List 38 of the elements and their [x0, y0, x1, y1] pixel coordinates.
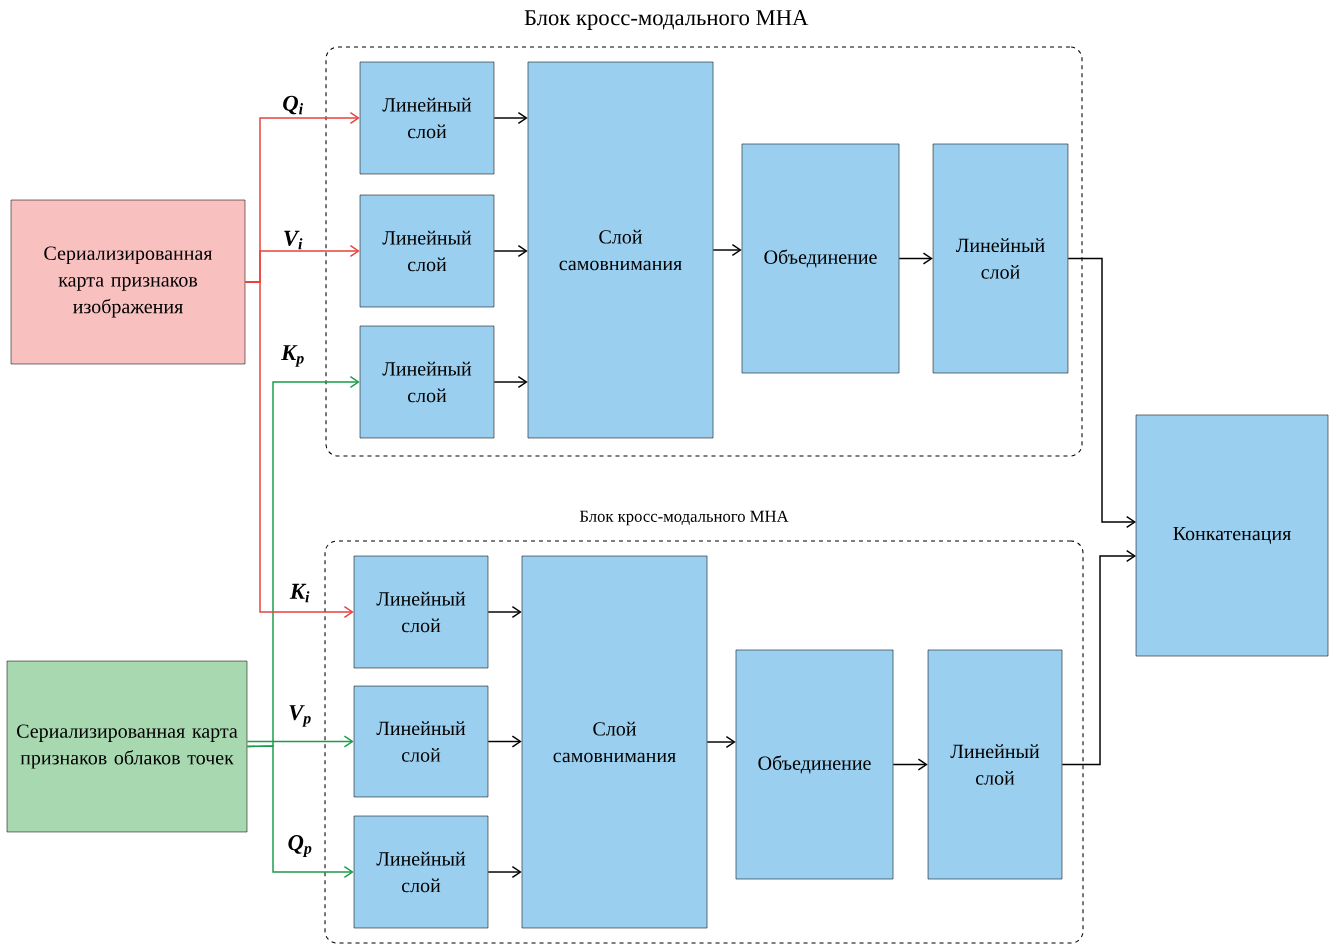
process-box: Линейный слой — [353, 815, 489, 929]
arrow — [487, 865, 522, 879]
group-title: Блок кросс-модального MHA — [524, 10, 809, 30]
arrow — [1067, 257, 1136, 529]
process-box: Объединение — [735, 649, 894, 880]
edge-label: Q$_{p}$ — [288, 835, 312, 857]
arrow — [706, 735, 736, 749]
arrow — [898, 252, 933, 265]
arrow — [493, 111, 528, 125]
arrow — [892, 758, 928, 771]
process-box: Линейный слой — [359, 194, 495, 308]
edge-label: V$_{i}$ — [284, 230, 303, 250]
arrow — [487, 605, 522, 619]
arrow — [244, 281, 354, 619]
input-box: Сериализированная карта признаков изображения — [10, 199, 246, 365]
arrow — [487, 735, 522, 748]
process-box: Слой самовнимания — [521, 555, 708, 929]
process-box: Объединение — [741, 143, 900, 374]
input-box: Сериализированная карта признаков облаков точек — [6, 660, 248, 833]
process-box: Конкатенация — [1135, 414, 1329, 657]
process-box: Слой самовнимания — [527, 61, 714, 439]
edge-label: K$_{i}$ — [289, 583, 310, 603]
process-box: Линейный слой — [353, 555, 489, 669]
process-box: Линейный слой — [359, 325, 495, 439]
process-box: Линейный слой — [927, 649, 1063, 880]
edge-label: K$_{p}$ — [281, 345, 304, 367]
arrow — [1061, 549, 1136, 766]
arrow — [493, 244, 528, 258]
process-box: Линейный слой — [932, 143, 1069, 374]
process-box: Линейный слой — [353, 685, 489, 798]
edge-label: V$_{p}$ — [289, 705, 311, 727]
arrow — [246, 735, 354, 748]
group-title: Блок кросс-модального MHA — [579, 510, 789, 526]
arrow — [712, 243, 742, 257]
arrow — [246, 745, 354, 879]
arrow — [493, 375, 528, 389]
edge-label: Q$_{i}$ — [283, 95, 303, 115]
process-box: Линейный слой — [359, 61, 495, 175]
